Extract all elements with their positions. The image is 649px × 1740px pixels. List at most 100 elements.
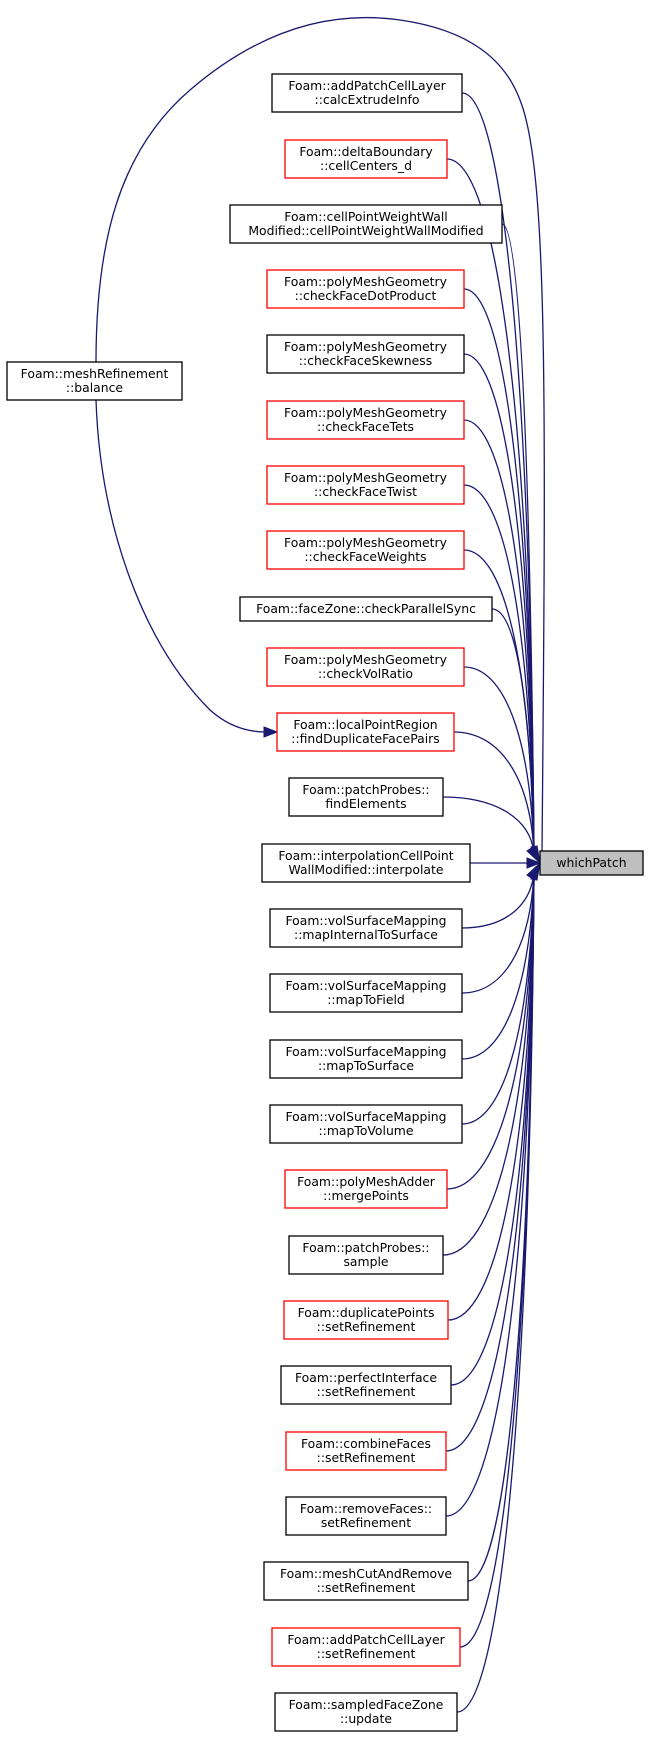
node-patchprobes-findelements[interactable]: Foam::patchProbes::findElements — [288, 777, 444, 817]
node-interpolationcellpointwallmodified-interpolate[interactable]: Foam::interpolationCellPointWallModified… — [261, 843, 471, 883]
node-polymeshgeometry-checkfaceweights-label: Foam::polyMeshGeometry — [284, 535, 447, 550]
node-perfectinterface-setrefinement[interactable]: Foam::perfectInterface::setRefinement — [280, 1365, 452, 1405]
call-edge — [461, 872, 535, 929]
node-deltaboundary-cellcenters-d-box — [284, 139, 448, 179]
node-volsurfacemapping-maptofield-box — [269, 973, 463, 1013]
node-localpointregion-findduplicatefacepairs[interactable]: Foam::localPointRegion::findDuplicateFac… — [276, 712, 455, 752]
node-duplicatepoints-setrefinement-label: ::setRefinement — [317, 1319, 416, 1334]
node-whichpatch[interactable]: whichPatch — [539, 850, 644, 876]
node-polymeshgeometry-checkfacetwist-box — [266, 465, 465, 505]
node-volsurfacemapping-maptovolume-label: Foam::volSurfaceMapping — [285, 1109, 446, 1124]
node-polymeshadder-mergepoints-label: ::mergePoints — [323, 1188, 409, 1203]
node-patchprobes-sample-label: sample — [343, 1254, 388, 1269]
call-edge — [95, 399, 267, 733]
node-patchprobes-sample[interactable]: Foam::patchProbes::sample — [288, 1235, 444, 1275]
node-polymeshgeometry-checkfacedotproduct-label: ::checkFaceDotProduct — [295, 288, 437, 303]
node-addpatchcelllayer-calcextrudeinfo-box — [271, 73, 463, 113]
node-meshrefinement-balance-box — [6, 361, 183, 401]
node-localpointregion-findduplicatefacepairs-label: ::findDuplicateFacePairs — [291, 731, 439, 746]
node-polymeshgeometry-checkfacetets-box — [266, 400, 465, 440]
node-volsurfacemapping-maptosurface-label: ::mapToSurface — [318, 1058, 414, 1073]
node-addpatchcelllayer-setrefinement-label: Foam::addPatchCellLayer — [287, 1632, 445, 1647]
node-perfectinterface-setrefinement-box — [280, 1365, 452, 1405]
node-sampledfacezone-update-box — [274, 1692, 458, 1732]
node-cellpointweightwallmodified-cellpointweightwallmodified[interactable]: Foam::cellPointWeightWallModified::cellP… — [229, 204, 503, 244]
call-edge — [463, 419, 535, 854]
call-edge — [461, 872, 535, 1060]
node-patchprobes-sample-label: Foam::patchProbes:: — [302, 1240, 429, 1255]
node-sampledfacezone-update-label: ::update — [340, 1711, 392, 1726]
call-edge — [463, 666, 535, 854]
node-combinefaces-setrefinement-label: ::setRefinement — [317, 1450, 416, 1465]
node-polymeshgeometry-checkfaceweights[interactable]: Foam::polyMeshGeometry::checkFaceWeights — [266, 530, 465, 570]
node-interpolationcellpointwallmodified-interpolate-box — [261, 843, 471, 883]
node-sampledfacezone-update[interactable]: Foam::sampledFaceZone::update — [274, 1692, 458, 1732]
call-edge — [461, 872, 535, 994]
node-volsurfacemapping-maptovolume-box — [269, 1104, 463, 1144]
node-meshcutandremove-setrefinement-box — [263, 1561, 469, 1601]
node-patchprobes-findelements-label: Foam::patchProbes:: — [302, 782, 429, 797]
node-removefaces-setrefinement-box — [285, 1496, 447, 1536]
call-edge — [463, 353, 535, 854]
node-polymeshgeometry-checkvolratio[interactable]: Foam::polyMeshGeometry::checkVolRatio — [266, 647, 465, 687]
node-volsurfacemapping-maptosurface-box — [269, 1039, 463, 1079]
node-polymeshgeometry-checkfacedotproduct[interactable]: Foam::polyMeshGeometry::checkFaceDotProd… — [266, 269, 465, 309]
node-volsurfacemapping-maptofield[interactable]: Foam::volSurfaceMapping::mapToField — [269, 973, 463, 1013]
node-polymeshgeometry-checkvolratio-label: ::checkVolRatio — [318, 666, 413, 681]
node-volsurfacemapping-maptosurface-label: Foam::volSurfaceMapping — [285, 1044, 446, 1059]
call-edge — [453, 731, 535, 854]
node-meshrefinement-balance-label: Foam::meshRefinement — [21, 366, 169, 381]
node-volsurfacemapping-maptosurface[interactable]: Foam::volSurfaceMapping::mapToSurface — [269, 1039, 463, 1079]
node-facezone-checkparallelsync-box — [239, 596, 493, 622]
node-addpatchcelllayer-setrefinement-label: ::setRefinement — [317, 1646, 416, 1661]
node-facezone-checkparallelsync[interactable]: Foam::faceZone::checkParallelSync — [239, 596, 493, 622]
node-polymeshadder-mergepoints-label: Foam::polyMeshAdder — [297, 1174, 436, 1189]
call-edge — [463, 484, 535, 854]
call-edge — [446, 158, 535, 854]
node-interpolationcellpointwallmodified-interpolate-label: Foam::interpolationCellPoint — [278, 848, 453, 863]
node-deltaboundary-cellcenters-d-label: Foam::deltaBoundary — [299, 144, 432, 159]
call-edge — [447, 872, 535, 1321]
nodes-layer: Foam::addPatchCellLayer::calcExtrudeInfo… — [6, 73, 644, 1732]
call-edge — [491, 608, 535, 854]
arrowhead — [526, 846, 541, 864]
node-polymeshgeometry-checkfacetwist-label: ::checkFaceTwist — [314, 484, 417, 499]
node-perfectinterface-setrefinement-label: Foam::perfectInterface — [295, 1370, 437, 1385]
node-combinefaces-setrefinement-box — [285, 1431, 447, 1471]
edges-layer — [95, 16, 545, 1713]
node-addpatchcelllayer-setrefinement[interactable]: Foam::addPatchCellLayer::setRefinement — [271, 1627, 461, 1667]
node-polymeshgeometry-checkfacetets-label: Foam::polyMeshGeometry — [284, 405, 447, 420]
call-edge — [461, 872, 535, 1125]
node-cellpointweightwallmodified-cellpointweightwallmodified-label: Modified::cellPointWeightWallModified — [248, 223, 483, 238]
node-cellpointweightwallmodified-cellpointweightwallmodified-box — [229, 204, 503, 244]
call-edge — [445, 872, 535, 1452]
node-addpatchcelllayer-calcextrudeinfo[interactable]: Foam::addPatchCellLayer::calcExtrudeInfo — [271, 73, 463, 113]
node-duplicatepoints-setrefinement[interactable]: Foam::duplicatePoints::setRefinement — [283, 1300, 449, 1340]
call-edge — [95, 16, 545, 854]
node-polymeshgeometry-checkvolratio-box — [266, 647, 465, 687]
node-meshcutandremove-setrefinement-label: ::setRefinement — [317, 1580, 416, 1595]
call-edge — [456, 872, 535, 1713]
node-polymeshadder-mergepoints[interactable]: Foam::polyMeshAdder::mergePoints — [284, 1169, 448, 1209]
node-removefaces-setrefinement[interactable]: Foam::removeFaces::setRefinement — [285, 1496, 447, 1536]
node-deltaboundary-cellcenters-d[interactable]: Foam::deltaBoundary::cellCenters_d — [284, 139, 448, 179]
node-removefaces-setrefinement-label: setRefinement — [321, 1515, 411, 1530]
node-polymeshgeometry-checkfaceskewness-label: ::checkFaceSkewness — [299, 353, 432, 368]
node-meshcutandremove-setrefinement[interactable]: Foam::meshCutAndRemove::setRefinement — [263, 1561, 469, 1601]
node-meshrefinement-balance[interactable]: Foam::meshRefinement::balance — [6, 361, 183, 401]
node-localpointregion-findduplicatefacepairs-box — [276, 712, 455, 752]
call-edge — [446, 872, 535, 1190]
node-polymeshgeometry-checkfacetwist[interactable]: Foam::polyMeshGeometry::checkFaceTwist — [266, 465, 465, 505]
node-volsurfacemapping-mapinternaltosurface[interactable]: Foam::volSurfaceMapping::mapInternalToSu… — [269, 908, 463, 948]
node-removefaces-setrefinement-label: Foam::removeFaces:: — [300, 1501, 432, 1516]
node-volsurfacemapping-maptovolume[interactable]: Foam::volSurfaceMapping::mapToVolume — [269, 1104, 463, 1144]
call-edge — [442, 796, 535, 854]
node-volsurfacemapping-maptofield-label: ::mapToField — [327, 992, 405, 1007]
node-polymeshgeometry-checkfaceskewness[interactable]: Foam::polyMeshGeometry::checkFaceSkewnes… — [266, 334, 465, 374]
node-volsurfacemapping-mapinternaltosurface-box — [269, 908, 463, 948]
node-volsurfacemapping-mapinternaltosurface-label: ::mapInternalToSurface — [294, 927, 438, 942]
node-polymeshgeometry-checkfacetets[interactable]: Foam::polyMeshGeometry::checkFaceTets — [266, 400, 465, 440]
node-combinefaces-setrefinement[interactable]: Foam::combineFaces::setRefinement — [285, 1431, 447, 1471]
node-patchprobes-sample-box — [288, 1235, 444, 1275]
